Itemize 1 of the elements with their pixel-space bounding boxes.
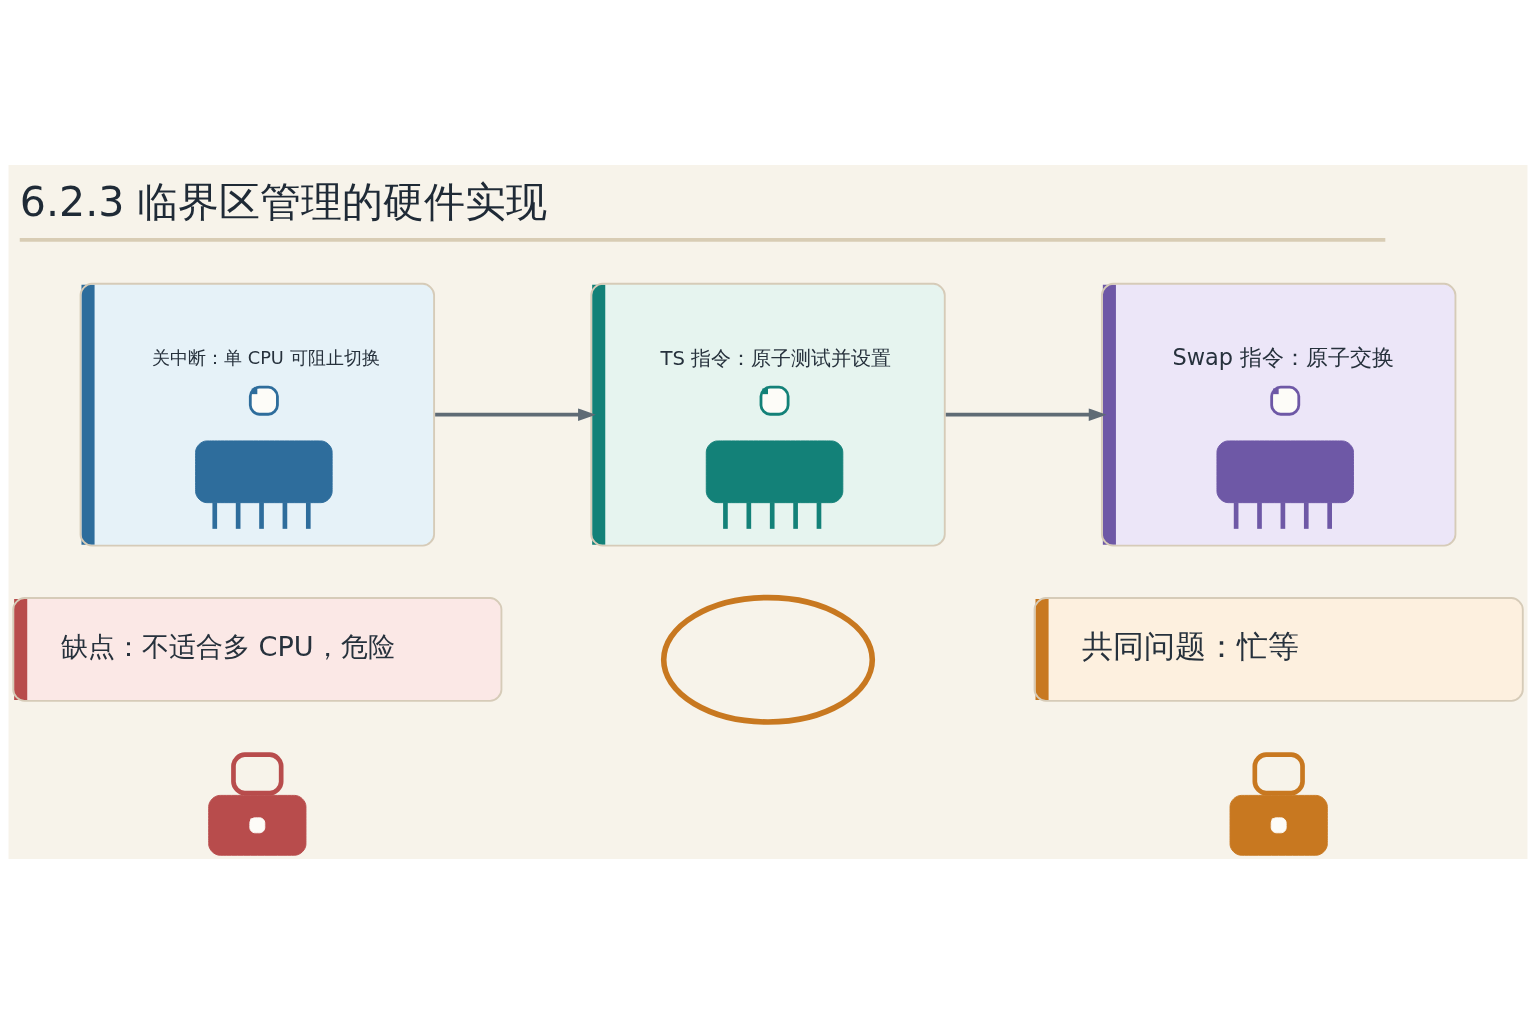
diagram-title: 6.2.3 临界区管理的硬件实现 <box>19 177 548 226</box>
